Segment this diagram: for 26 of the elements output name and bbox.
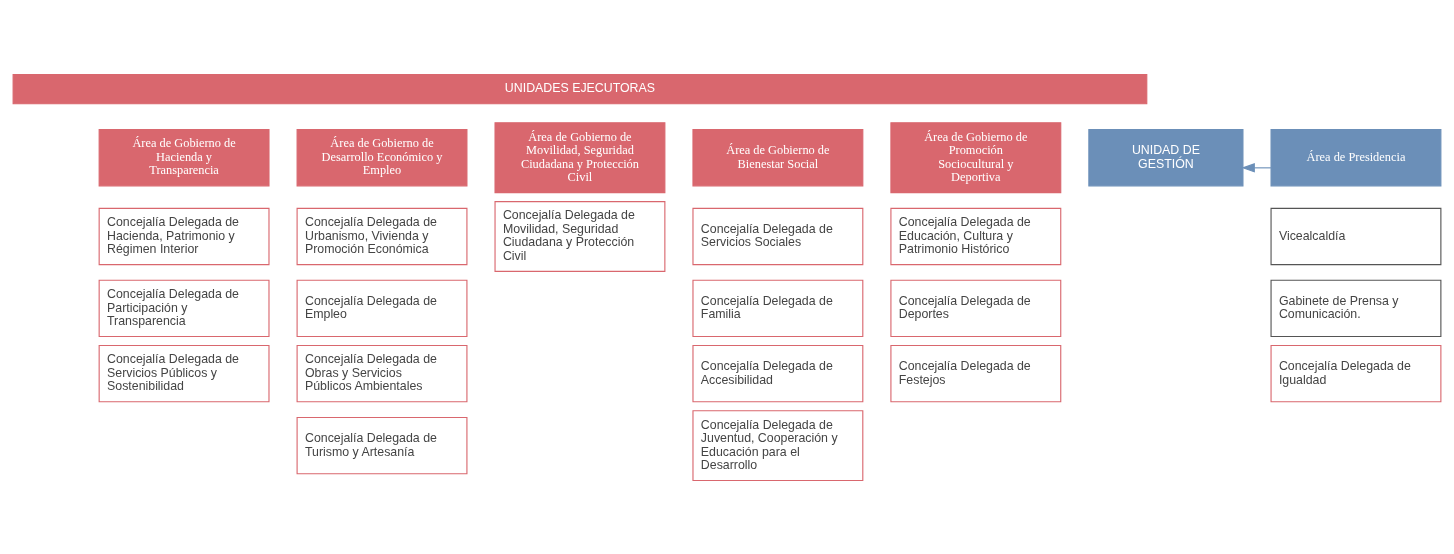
- node-box: Área de Gobierno de Hacienda y Transparencia: [98, 128, 270, 186]
- node-box: Vicealcaldía: [1270, 207, 1442, 265]
- node-box: UNIDADES EJECUTORAS: [12, 73, 1148, 104]
- node-box: Concejalía Delegada de Servicios Públicos y Sostenibilidad: [98, 344, 270, 402]
- node-box: Concejalía Delegada de Juventud, Cooperación y Educación para el Desarrollo: [692, 409, 864, 481]
- node-box: Concejalía Delegada de Urbanismo, Vivienda y Promoción Económica: [296, 207, 468, 265]
- node-box: Concejalía Delegada de Deportes: [890, 279, 1062, 337]
- node-box: Concejalía Delegada de Participación y Transparencia: [98, 279, 270, 337]
- node-box: Concejalía Delegada de Obras y Servicios Públicos Ambientales: [296, 344, 468, 402]
- node-box: Concejalía Delegada de Igualdad: [1270, 344, 1442, 402]
- node-box: Área de Gobierno de Bienestar Social: [692, 128, 864, 186]
- node-box: Concejalía Delegada de Accesibilidad: [692, 344, 864, 402]
- node-box: Concejalía Delegada de Familia: [692, 279, 864, 337]
- node-box: Gabinete de Prensa y Comunicación.: [1270, 279, 1442, 337]
- node-box: Concejalía Delegada de Empleo: [296, 279, 468, 337]
- node-box: Concejalía Delegada de Hacienda, Patrimonio y Régimen Interior: [98, 207, 270, 265]
- node-box: Concejalía Delegada de Turismo y Artesanía: [296, 416, 468, 474]
- node-box: Área de Gobierno de Desarrollo Económico y Empleo: [296, 128, 468, 186]
- node-box: Área de Presidencia: [1270, 128, 1442, 186]
- node-box: Concejalía Delegada de Servicios Sociales: [692, 207, 864, 265]
- node-box: Área de Gobierno de Promoción Sociocultural y Deportiva: [890, 121, 1062, 193]
- node-box: Área de Gobierno de Movilidad, Seguridad Ciudadana y Protección Civil: [494, 121, 666, 193]
- node-box: UNIDAD DE GESTIÓN: [1088, 128, 1244, 186]
- node-box: Concejalía Delegada de Movilidad, Seguridad Ciudadana y Protección Civil: [494, 200, 666, 272]
- node-box: Concejalía Delegada de Festejos: [890, 344, 1062, 402]
- node-box: Concejalía Delegada de Educación, Cultura y Patrimonio Histórico: [890, 207, 1062, 265]
